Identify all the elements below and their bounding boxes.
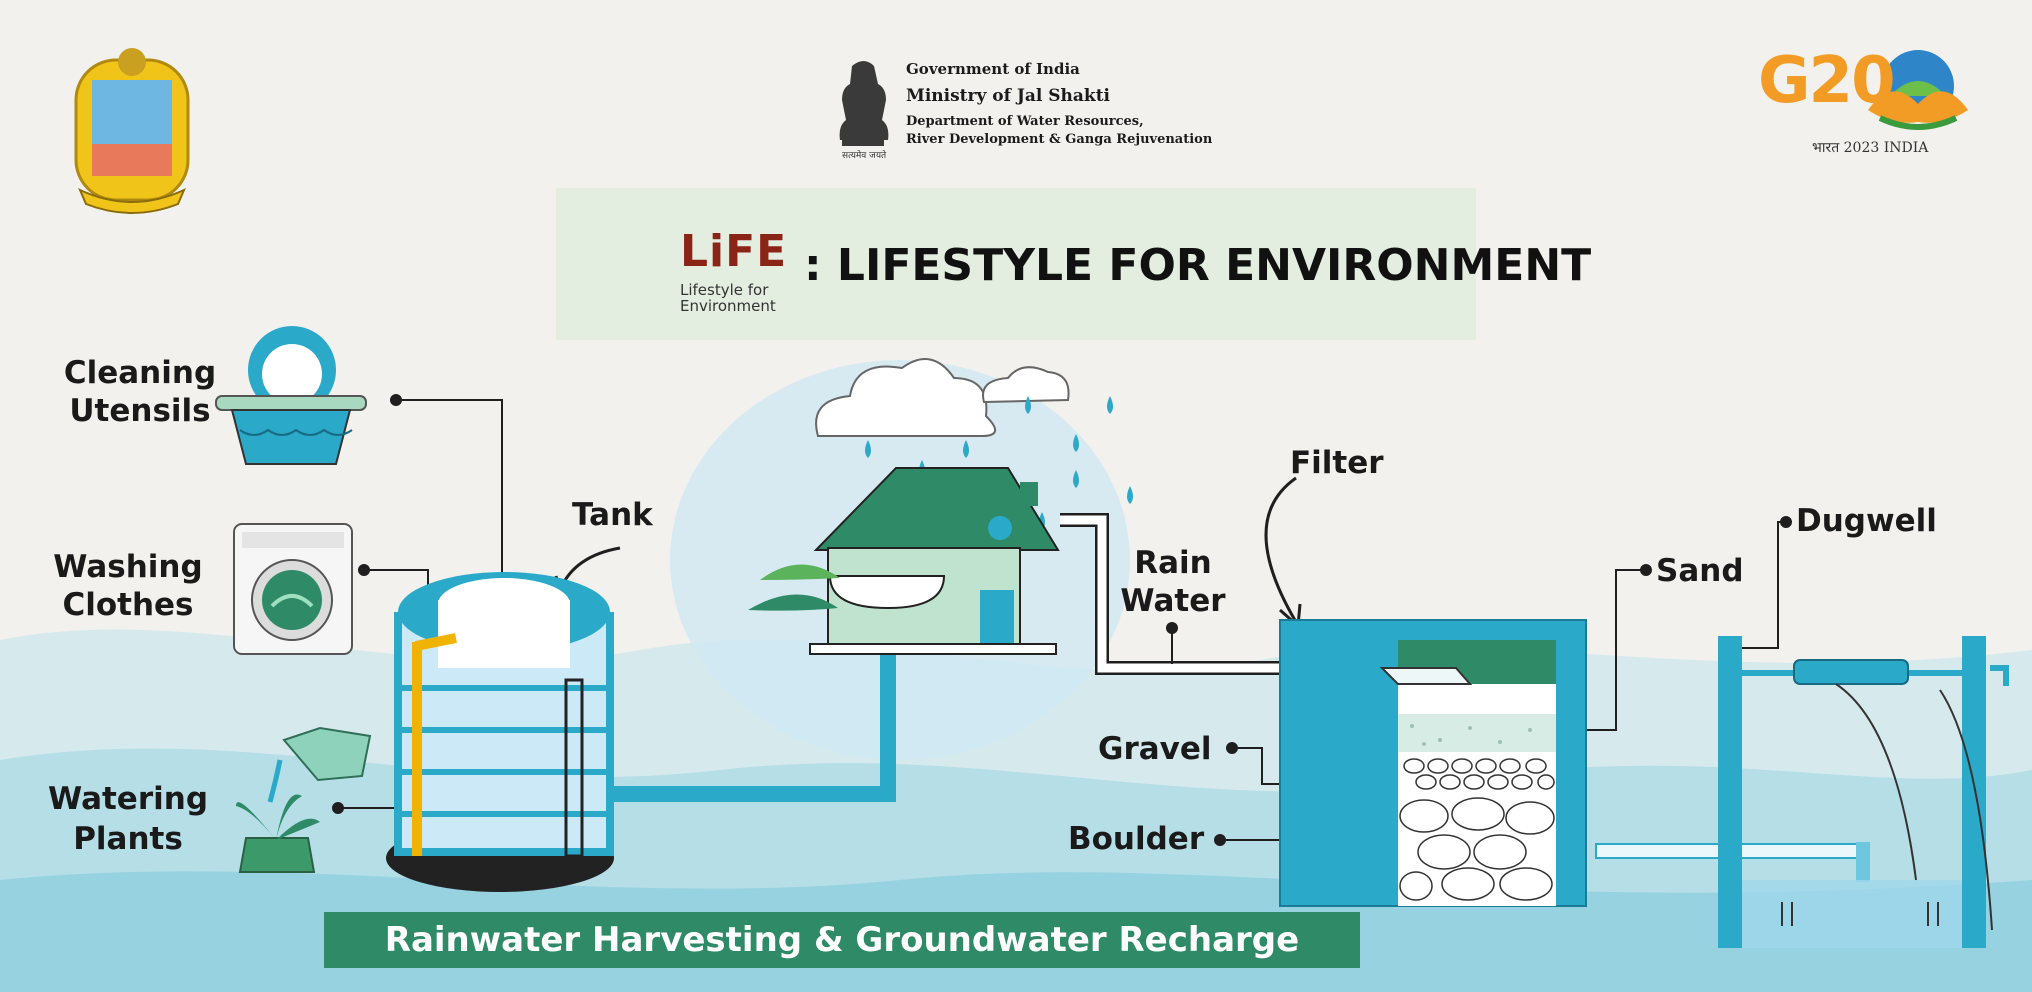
g20-subtitle: भारत 2023 INDIA — [1812, 140, 1929, 156]
dugwell — [1718, 636, 2009, 948]
gov-line-3: Department of Water Resources, — [906, 114, 1144, 129]
gov-line-2: Ministry of Jal Shakti — [906, 86, 1111, 106]
life-logo-sub-2: Environment — [680, 297, 776, 315]
label-rain-2: Water — [1120, 583, 1226, 619]
label-dugwell: Dugwell — [1796, 503, 1937, 539]
life-banner — [556, 188, 1476, 340]
life-logo-sub-1: Lifestyle for — [680, 281, 769, 299]
g20-lotus-globe — [1868, 50, 1968, 130]
utensil-basin — [215, 326, 367, 465]
g20-logo-text: G20 — [1758, 44, 1896, 118]
life-title: : LIFESTYLE FOR ENVIRONMENT — [804, 240, 1592, 291]
label-sand: Sand — [1656, 553, 1744, 589]
label-watering-1: Watering — [47, 781, 209, 817]
washing-machine — [233, 523, 353, 655]
rain-water-pipe — [1060, 513, 1332, 675]
label-rain-1: Rain — [1134, 545, 1212, 581]
label-gravel: Gravel — [1098, 731, 1212, 767]
watering-plant — [236, 726, 372, 873]
label-filter: Filter — [1290, 445, 1384, 481]
label-washing-2: Clothes — [62, 587, 194, 623]
bottom-banner: Rainwater Harvesting & Groundwater Recha… — [324, 912, 1360, 968]
label-cleaning-1: Cleaning — [63, 355, 217, 391]
life-logo-word: LiFE — [680, 226, 788, 277]
cgwb-logo — [74, 48, 190, 214]
house — [748, 467, 1060, 655]
national-emblem — [839, 61, 889, 146]
label-washing-1: Washing — [53, 549, 203, 585]
label-cleaning-2: Utensils — [69, 393, 211, 429]
label-boulder: Boulder — [1068, 821, 1205, 857]
water-tank — [386, 572, 614, 892]
rain-clouds — [815, 358, 1133, 552]
filter-chamber — [1279, 619, 1587, 907]
gov-line-1: Government of India — [906, 60, 1080, 78]
gov-line-4: River Development & Ganga Rejuvenation — [906, 132, 1213, 147]
label-watering-2: Plants — [73, 821, 183, 857]
emblem-caption: सत्यमेव जयते — [842, 151, 887, 161]
label-tank: Tank — [572, 497, 653, 533]
